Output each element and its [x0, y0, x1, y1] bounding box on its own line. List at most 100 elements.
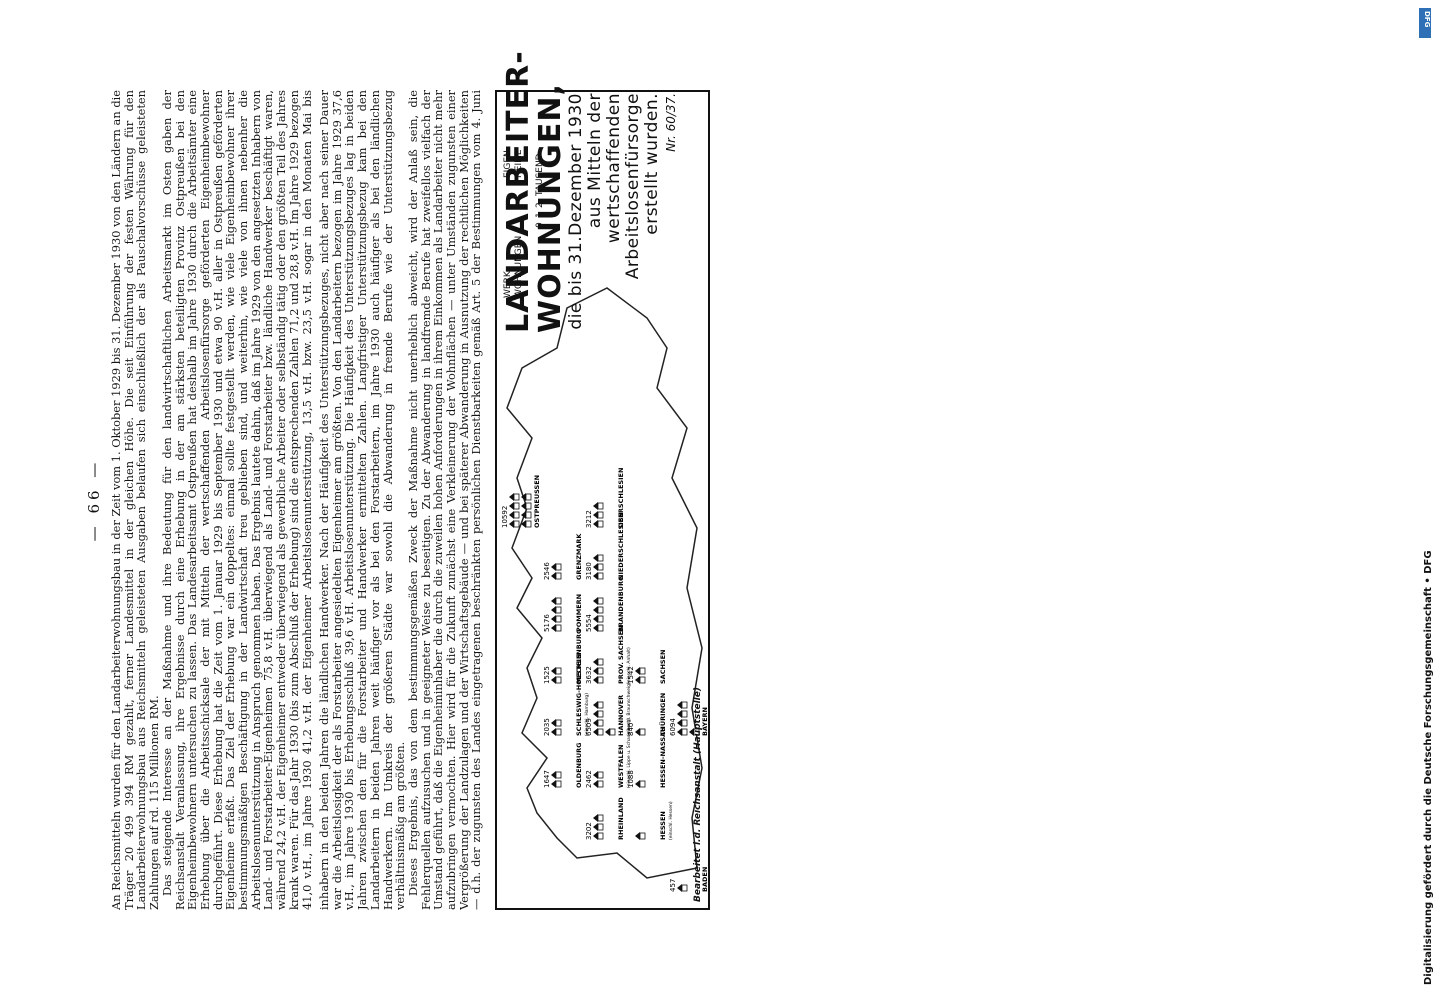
digitization-note: Digitalisierung gefördert durch die Deut… [1423, 550, 1434, 985]
region-label: OBERSCHLESIEN [617, 468, 625, 528]
region-label: OLDENBURG [575, 742, 583, 788]
house-icon [509, 520, 514, 528]
house-icon [555, 572, 562, 580]
house-icon [555, 563, 562, 571]
house-icon [551, 719, 556, 727]
house-icon [597, 676, 604, 684]
region-note: (einschl. Hessen) [668, 801, 674, 840]
house-icon [597, 701, 604, 709]
house-icon [635, 667, 640, 675]
house-icon [521, 511, 526, 519]
house-icon [597, 615, 604, 623]
house-icon [635, 780, 640, 788]
house-icon [597, 771, 604, 779]
house-icon [521, 493, 526, 501]
house-icon [597, 511, 604, 519]
house-icon [681, 719, 688, 727]
house-icon [681, 710, 688, 718]
house-icon [525, 520, 532, 528]
region-label: HESSEN-NASSAU [659, 727, 667, 788]
region-label: BAYERN [701, 707, 708, 736]
house-icon [551, 563, 556, 571]
rotated-page: — 66 — An Reichsmitteln wurden für den L… [85, 50, 710, 910]
house-icon [593, 624, 598, 632]
figure-subtitle-line: die bis 31.Dezember 1930 [566, 93, 586, 330]
house-icon [555, 676, 562, 684]
region-label: THÜRINGEN [658, 693, 667, 736]
house-icon [597, 832, 604, 840]
house-icon [593, 728, 598, 736]
figure-title-block: LANDARBEITER- WOHNUNGEN, die bis 31.Deze… [501, 50, 678, 333]
region-note: (einschl. Hamburg) [584, 693, 590, 736]
region-label: BRANDENBURG [617, 576, 625, 632]
house-icon [597, 520, 604, 528]
house-icon [593, 606, 598, 614]
text-column-left: An Reichsmitteln wurden für den Landarbe… [110, 90, 314, 910]
region-label: POMMERN [575, 594, 583, 632]
region-label: MECKLENBURG [575, 629, 583, 684]
house-icon [639, 832, 646, 840]
region-note: (einschl. Anhalt) [626, 647, 632, 684]
house-icon [597, 597, 604, 605]
figure-subtitle-line: aus Mitteln der [585, 93, 605, 229]
house-icon [593, 710, 598, 718]
house-icon [681, 728, 688, 736]
house-icon [597, 502, 604, 510]
house-icon [551, 667, 556, 675]
house-icon [597, 606, 604, 614]
house-icon [677, 728, 682, 736]
page-number: — 66 — [85, 458, 103, 542]
house-icon [597, 814, 604, 822]
region-label: HANNOVER [617, 695, 625, 736]
house-icon [551, 771, 556, 779]
house-icon [555, 624, 562, 632]
house-icon [551, 597, 556, 605]
region-label: PROV. SACHSEN [617, 625, 625, 684]
house-icon [605, 728, 610, 736]
region-value: 2546 [543, 562, 551, 580]
paragraph: Dieses Ergebnis, das von dem bestimmungs… [405, 90, 484, 910]
house-icon [513, 493, 520, 501]
house-icon [555, 597, 562, 605]
region-note: (einschl. Braunschweig) [626, 682, 632, 736]
house-icon [555, 606, 562, 614]
house-icon [597, 780, 604, 788]
house-icon [677, 719, 682, 727]
region-value: 6094 [669, 718, 677, 736]
house-icon [597, 728, 604, 736]
house-icon [551, 624, 556, 632]
region-label: RHEINLAND [617, 797, 625, 840]
house-icon [635, 676, 640, 684]
house-icon [593, 572, 598, 580]
region-value: 2035 [543, 718, 551, 736]
house-icon [593, 823, 598, 831]
house-icon [597, 823, 604, 831]
region-value: 2462 [585, 770, 593, 788]
house-icon [597, 572, 604, 580]
region-value: 10592 [501, 506, 509, 528]
house-icon [677, 701, 682, 709]
house-icon [635, 832, 640, 840]
house-icon [593, 832, 598, 840]
figure-title-line1: LANDARBEITER- [501, 50, 536, 333]
figure-subtitle-line: wertschaffenden Arbeitslosenfürsorge [604, 93, 643, 280]
house-icon [677, 710, 682, 718]
house-icon [555, 719, 562, 727]
house-icon [555, 615, 562, 623]
germany-map: OSTPREUSSEN10592GRENZMARK2546POMMERN5176… [501, 287, 708, 892]
house-icon [593, 701, 598, 709]
house-icon [509, 502, 514, 510]
region-label: GRENZMARK [575, 533, 583, 580]
house-icon [681, 884, 688, 892]
region-value: 3180 [585, 562, 593, 580]
